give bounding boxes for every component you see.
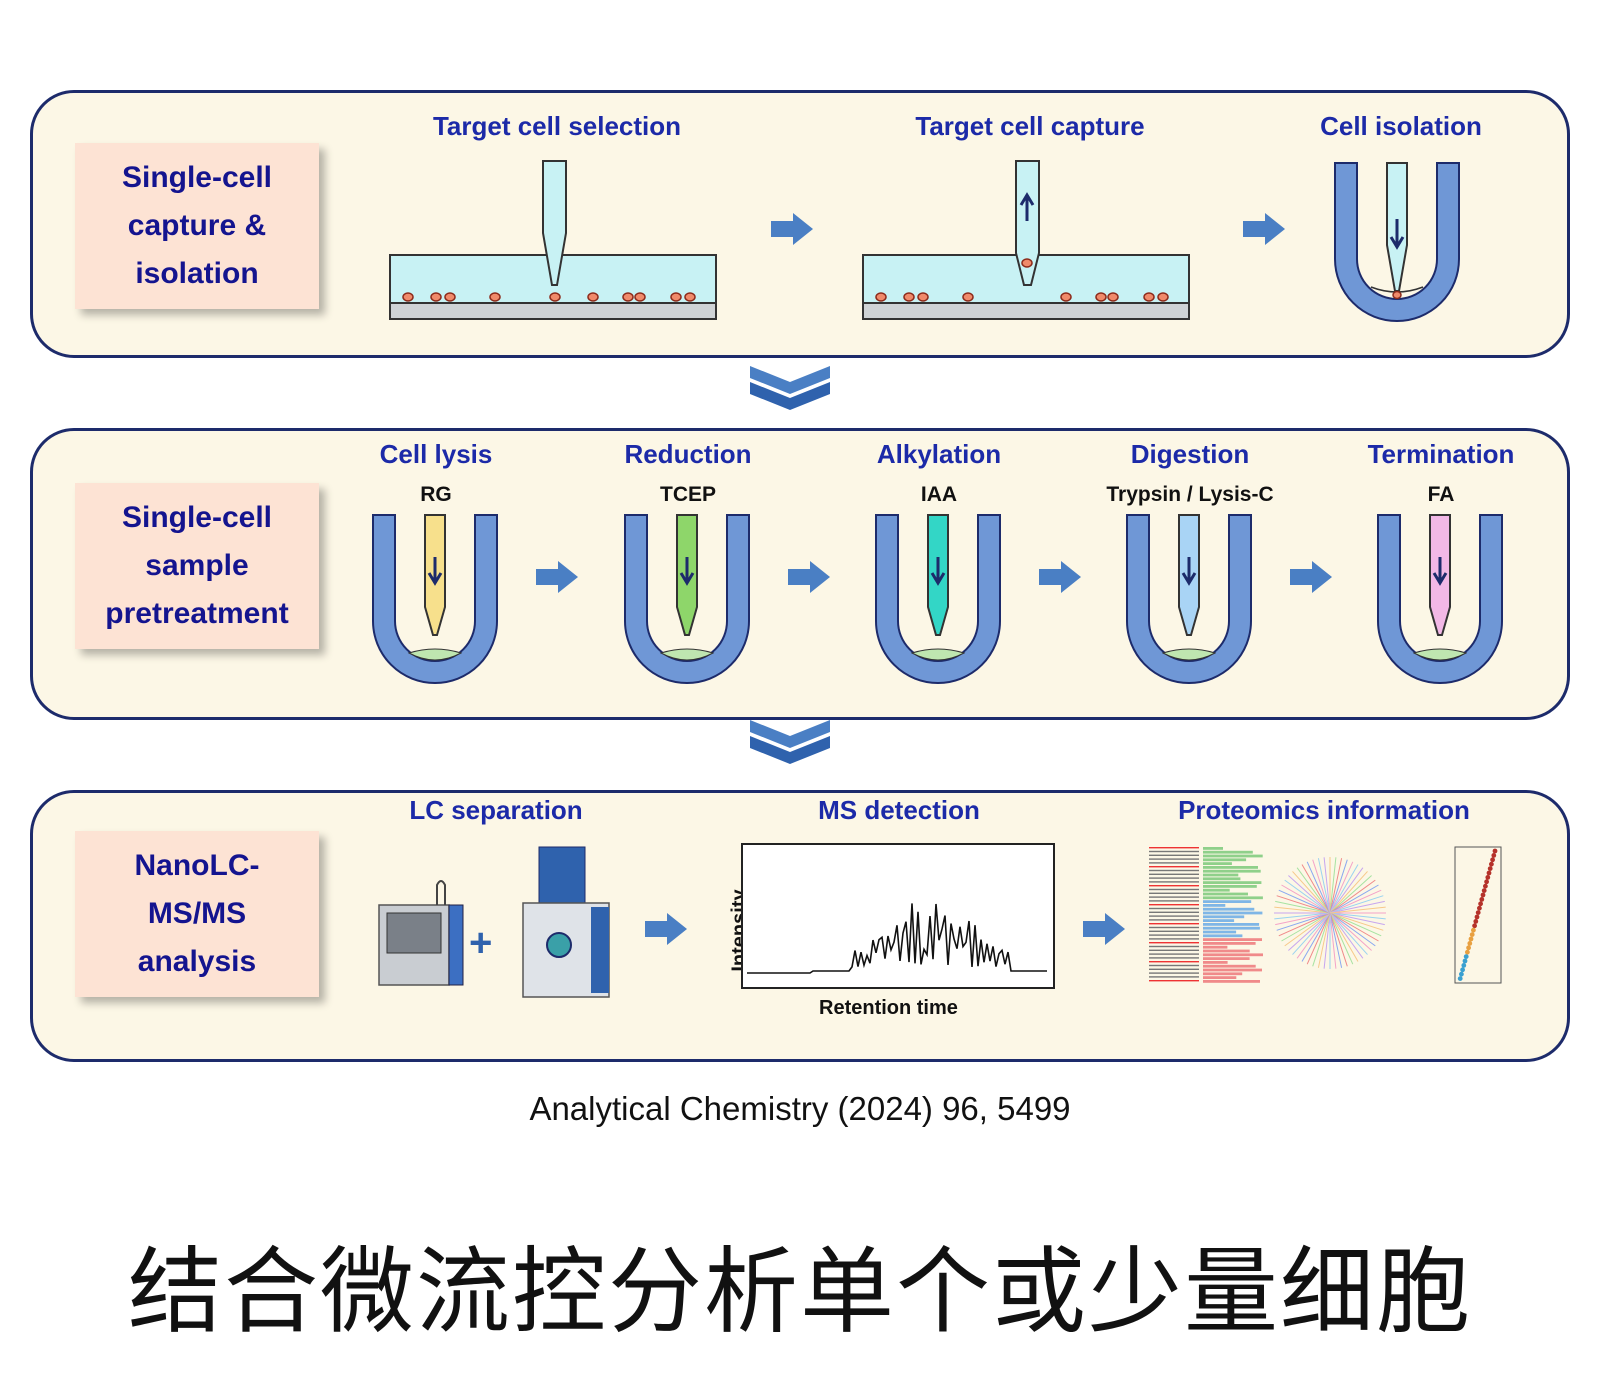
arrow-right-icon	[788, 561, 830, 593]
panel-3-label: NanoLC- MS/MS analysis	[75, 831, 319, 997]
reaction-tube-icon	[372, 514, 498, 684]
panel-sample-pretreatment: Single-cell sample pretreatment Cell lys…	[30, 428, 1570, 720]
step-cell-lysis: Cell lysis	[379, 439, 493, 469]
chromatogram-plot	[741, 843, 1055, 989]
reaction-tube-icon	[1377, 514, 1503, 684]
label-line: Single-cell	[121, 501, 273, 534]
isolation-tube-icon	[1334, 162, 1460, 322]
step-alkylation: Alkylation	[876, 439, 1002, 469]
arrow-right-icon	[1290, 561, 1332, 593]
step-cell-isolation: Cell isolation	[1320, 111, 1482, 141]
chevron-down-icon	[750, 366, 830, 410]
arrow-right-icon	[1243, 213, 1285, 245]
reagent-iaa: IAA	[920, 483, 958, 506]
reagent-rg: RG	[420, 483, 452, 506]
chromatogram-xlabel: Retention time	[819, 997, 958, 1019]
arrow-right-icon	[1083, 913, 1125, 945]
cell-dish-capture	[862, 160, 1190, 320]
arrow-right-icon	[1039, 561, 1081, 593]
label-line: sample	[145, 549, 249, 582]
step-termination: Termination	[1367, 439, 1515, 469]
reaction-tube-icon	[1126, 514, 1252, 684]
chevron-down-icon	[750, 720, 830, 764]
citation-text: Analytical Chemistry (2024) 96, 5499	[529, 1090, 1071, 1127]
panel-2-label: Single-cell sample pretreatment	[75, 483, 319, 649]
lc-instrument-icon	[378, 880, 464, 986]
step-reduction: Reduction	[624, 439, 752, 469]
arrow-right-icon	[771, 213, 813, 245]
reagent-tcep: TCEP	[659, 483, 717, 506]
panel-1-label: Single-cell capture & isolation	[75, 143, 319, 309]
arrow-right-icon	[536, 561, 578, 593]
cell-dish-selection	[389, 160, 717, 320]
step-proteomics-information: Proteomics information	[1178, 795, 1470, 825]
label-line: analysis	[137, 945, 257, 978]
reagent-fa: FA	[1427, 483, 1455, 506]
panel-lcms-analysis: NanoLC- MS/MS analysis LC separation MS …	[30, 790, 1570, 1062]
chinese-title: 结合微流控分析单个或少量细胞	[127, 1238, 1472, 1347]
label-line: Single-cell	[121, 161, 273, 194]
ms-instrument-icon	[522, 846, 610, 998]
label-line: pretreatment	[105, 597, 289, 630]
reaction-tube-icon	[875, 514, 1001, 684]
label-line: MS/MS	[147, 897, 247, 930]
reagent-trypsin: Trypsin / Lysis-C	[1106, 483, 1274, 506]
step-target-cell-capture: Target cell capture	[915, 111, 1145, 141]
step-target-cell-selection: Target cell selection	[432, 111, 682, 141]
step-digestion: Digestion	[1130, 439, 1250, 469]
label-line: capture &	[127, 209, 267, 242]
plus-icon: +	[469, 921, 493, 965]
step-ms-detection: MS detection	[818, 795, 980, 825]
label-line: isolation	[135, 257, 259, 290]
step-lc-separation: LC separation	[409, 795, 583, 825]
proteomics-figure	[1149, 846, 1502, 984]
reaction-tube-icon	[624, 514, 750, 684]
label-line: NanoLC-	[134, 849, 260, 882]
panel-cell-capture: Single-cell capture & isolation Target c…	[30, 90, 1570, 358]
arrow-right-icon	[645, 913, 687, 945]
